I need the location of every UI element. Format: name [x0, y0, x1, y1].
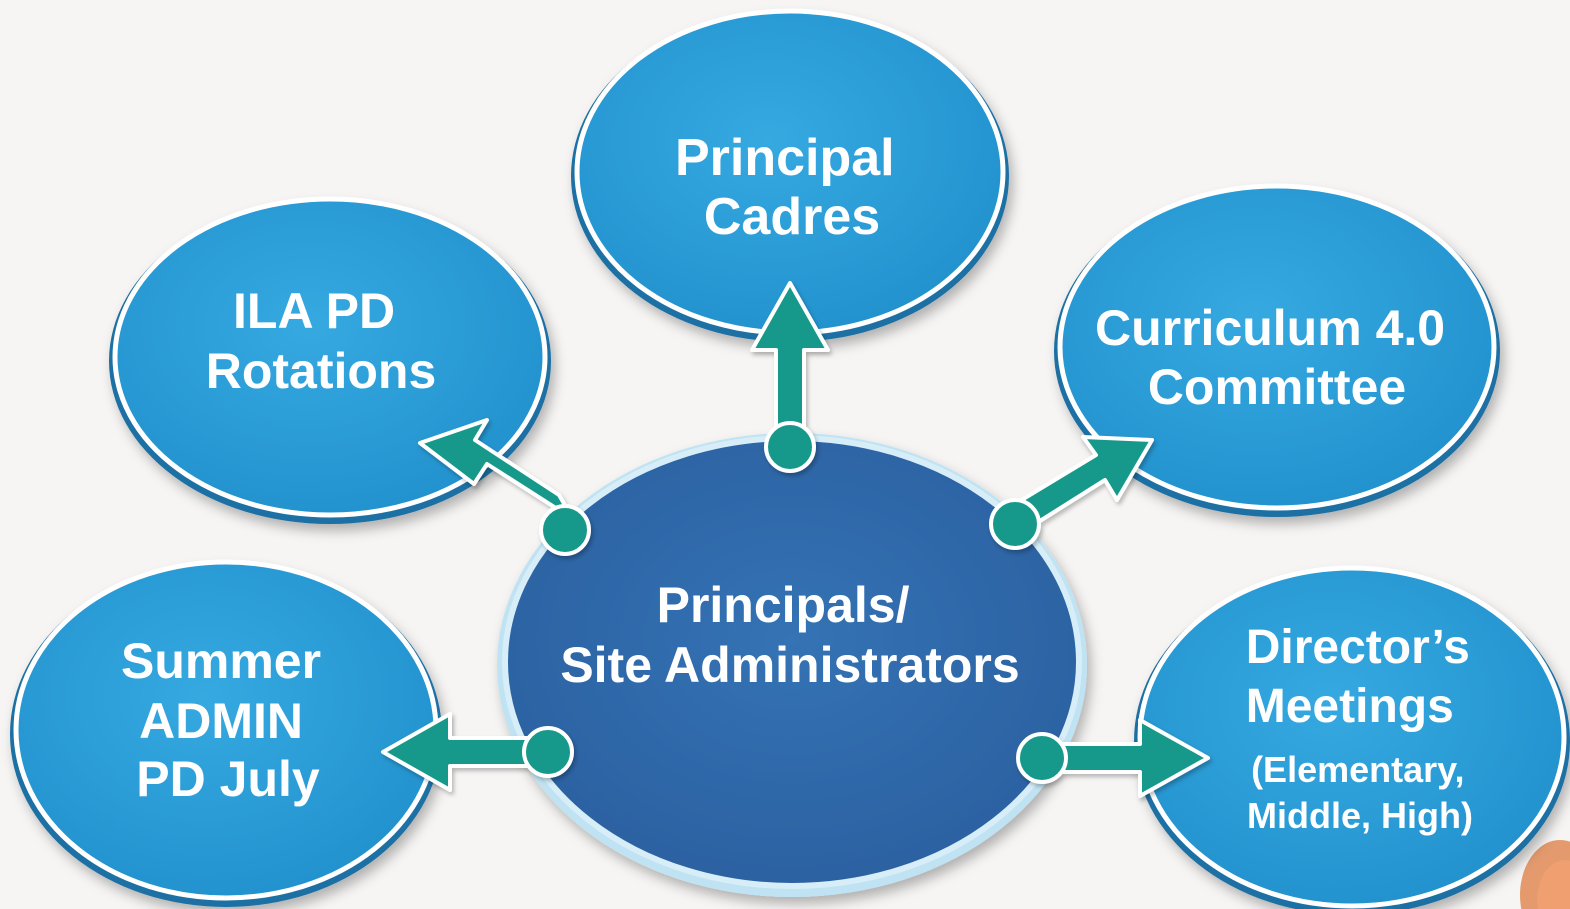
center-line-2: Site Administrators: [560, 637, 1019, 693]
directors-meetings-node: Director’s Meetings (Elementary, Middle,…: [1134, 565, 1570, 909]
arrow-to-ila-pd: [418, 418, 591, 556]
svg-text:Principals/ Site Admin: Principals/ Site Administrators: [560, 577, 1019, 693]
summer-admin-line-2: ADMIN: [139, 693, 303, 749]
curriculum-line-2: Committee: [1148, 359, 1406, 415]
principal-cadres-line-1: Principal: [675, 129, 895, 187]
curriculum-node: Curriculum 4.0 Committee: [1054, 183, 1500, 517]
ila-pd-line-2: Rotations: [206, 343, 437, 399]
arrow-to-summer-admin: [381, 712, 574, 792]
arrow-to-principal-cadres: [750, 281, 830, 473]
svg-text:ILA PD Rotations: ILA PD Rotations: [206, 283, 437, 399]
ila-pd-node: ILA PD Rotations: [109, 196, 551, 524]
corner-decoration: [1520, 840, 1570, 909]
curriculum-line-1: Curriculum 4.0: [1095, 300, 1445, 356]
principal-cadres-line-2: Cadres: [704, 188, 880, 246]
svg-text:Curriculum 4.0 Committ: Curriculum 4.0 Committee: [1095, 300, 1459, 415]
directors-meetings-line-3: (Elementary,: [1251, 749, 1464, 790]
directors-meetings-line-1: Director’s: [1246, 621, 1470, 674]
center-line-1: Principals/: [657, 577, 910, 633]
svg-text:Director’s Meetings: Director’s Meetings (Elementary, Middle,…: [1246, 621, 1475, 836]
svg-text:Summer ADMIN P: Summer ADMIN PD July: [121, 633, 335, 807]
summer-admin-line-1: Summer: [121, 633, 321, 689]
summer-admin-node: Summer ADMIN PD July: [10, 559, 442, 907]
svg-text:Principal Cadres: Principal Cadres: [675, 129, 909, 246]
summer-admin-line-3: PD July: [136, 751, 320, 807]
arrow-to-curriculum: [989, 435, 1154, 550]
ila-pd-line-1: ILA PD: [233, 283, 395, 339]
arrow-to-directors-meetings: [1016, 718, 1210, 798]
principal-cadres-node: Principal Cadres: [571, 8, 1009, 342]
directors-meetings-line-2: Meetings: [1246, 680, 1454, 733]
center-node: Principals/ Site Administrators: [497, 433, 1087, 897]
directors-meetings-line-4: Middle, High): [1247, 795, 1473, 836]
